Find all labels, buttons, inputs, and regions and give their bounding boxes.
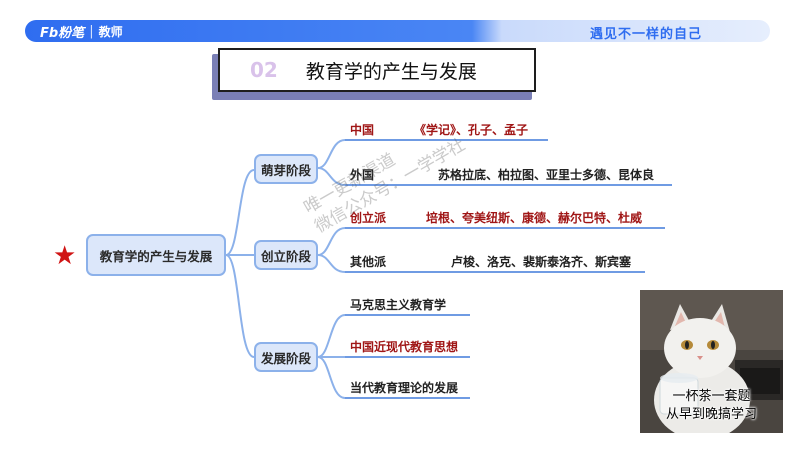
header-slogan: 遇见不一样的自己 — [590, 27, 703, 42]
page-title: 教育学的产生与发展 — [305, 60, 477, 83]
branch-node-sprout: 萌芽阶段 — [254, 154, 318, 184]
connector-branch3-item3 — [317, 356, 346, 399]
title-box: 02 教育学的产生与发展 — [218, 48, 536, 92]
brand-logo: Fb粉笔 | 教师 — [40, 22, 123, 41]
photo-caption-line2: 从早到晚搞学习 — [665, 407, 757, 422]
leaf-detail: 苏格拉底、柏拉图、亚里士多德、昆体良 — [438, 168, 655, 182]
photo-caption: 一杯茶一套题 从早到晚搞学习 — [640, 388, 783, 424]
cat-photo — [640, 290, 783, 433]
mindmap-root-label: 教育学的产生与发展 — [99, 248, 213, 264]
branch-label: 萌芽阶段 — [260, 162, 311, 178]
brand-role: 教师 — [98, 24, 123, 39]
section-number: 02 — [250, 58, 278, 82]
leaf-detail: 卢梭、洛克、裴斯泰洛齐、斯宾塞 — [451, 255, 632, 269]
leaf-name: 马克思主义教育学 — [350, 298, 447, 312]
leaf-detail: 培根、夸美纽斯、康德、赫尔巴特、杜威 — [426, 211, 643, 225]
leaf-name: 当代教育理论的发展 — [350, 381, 459, 395]
mindmap-root: 教育学的产生与发展 — [86, 234, 226, 276]
leaf-name: 创立派 — [350, 211, 387, 225]
connector-branch1-item1 — [317, 139, 346, 169]
photo-caption-line1: 一杯茶一套题 — [672, 389, 751, 404]
branch-node-development: 发展阶段 — [254, 342, 318, 372]
cat-illustration — [640, 290, 783, 433]
leaf-detail: 《学记》、孔子、孟子 — [414, 123, 529, 137]
leaf-name: 中国 — [350, 123, 375, 137]
leaf-name: 中国近现代教育思想 — [350, 340, 459, 354]
leaf-name: 其他派 — [350, 255, 387, 269]
header-band — [25, 20, 770, 42]
branch-label: 创立阶段 — [260, 248, 311, 264]
branch-label: 发展阶段 — [260, 350, 311, 366]
leaf-name: 外国 — [350, 168, 375, 182]
connector-branch2-item1 — [317, 227, 346, 256]
branch-node-founding: 创立阶段 — [254, 240, 318, 270]
connector-branch3-item1 — [317, 314, 346, 358]
connector-branch2-item2 — [317, 254, 346, 273]
star-icon: ★ — [53, 241, 77, 271]
connector-root-branch1 — [225, 169, 255, 256]
connector-root-branch3 — [225, 254, 255, 358]
brand-name: Fb粉笔 — [40, 25, 85, 41]
brand-separator: | — [89, 23, 94, 39]
connector-branch1-item2 — [317, 167, 346, 186]
